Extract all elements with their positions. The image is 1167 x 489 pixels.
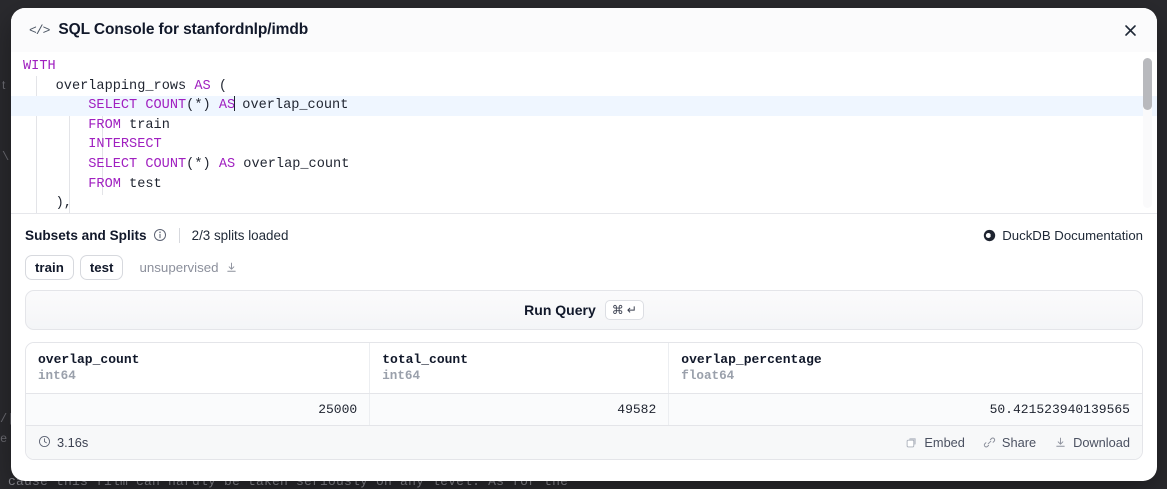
- download-button[interactable]: Download: [1054, 435, 1130, 450]
- text-cursor: [234, 96, 236, 112]
- sql-editor-line: ),: [55, 196, 72, 212]
- download-label: Download: [1073, 435, 1130, 450]
- indent-guide: [36, 76, 37, 213]
- splits-title: Subsets and Splits: [25, 227, 147, 243]
- results-footer: 3.16s Embed Share Download: [26, 425, 1142, 459]
- split-chip-unsupervised[interactable]: unsupervised: [129, 255, 247, 280]
- background-fragment: t: [2, 78, 6, 92]
- duckdb-documentation-link[interactable]: DuckDB Documentation: [983, 228, 1143, 243]
- sql-console-modal: </> SQL Console for stanfordnlp/imdb WIT…: [11, 8, 1157, 481]
- sql-editor-line: SELECT COUNT(*) AS overlap_count: [88, 156, 350, 172]
- column-type: int64: [38, 369, 76, 383]
- split-chip-label: test: [89, 260, 114, 275]
- query-timing-label: 3.16s: [57, 435, 89, 450]
- shortcut-enter-key: ↵: [626, 303, 637, 317]
- indent-guide: [69, 96, 70, 213]
- query-timing: 3.16s: [38, 435, 88, 451]
- sql-editor[interactable]: WITH overlapping_rows AS ( SELECT COUNT(…: [11, 52, 1157, 214]
- editor-scrollbar-thumb[interactable]: [1143, 58, 1152, 110]
- splits-header-row: Subsets and Splits 2/3 splits loaded: [25, 224, 1143, 246]
- link-icon: [983, 436, 996, 449]
- page-title: SQL Console for stanfordnlp/imdb: [58, 21, 309, 38]
- column-name: overlap_count: [38, 352, 140, 367]
- embed-label: Embed: [924, 435, 965, 450]
- sql-editor-line: SELECT COUNT(*) AS overlap_count: [11, 96, 1157, 116]
- indent-guide: [102, 115, 103, 195]
- results-actions: Embed Share Download: [905, 435, 1130, 450]
- table-cell: 25000: [26, 393, 371, 425]
- download-icon[interactable]: [225, 261, 238, 274]
- split-chip-test[interactable]: test: [79, 255, 124, 280]
- background-fragment: e: [0, 432, 8, 446]
- run-query-label: Run Query: [524, 302, 596, 318]
- split-chip-label: train: [35, 260, 64, 275]
- subsets-and-splits-section: Subsets and Splits 2/3 splits loaded: [11, 214, 1157, 280]
- sql-editor-line: WITH: [23, 59, 56, 74]
- run-query-button[interactable]: Run Query ⌘ ↵: [25, 290, 1143, 330]
- code-brackets-icon: </>: [29, 22, 50, 38]
- share-label: Share: [1001, 435, 1037, 450]
- sql-editor-line: FROM train: [88, 117, 170, 133]
- embed-button[interactable]: Embed: [905, 435, 965, 450]
- column-name: overlap_percentage: [681, 352, 822, 367]
- run-query-section: Run Query ⌘ ↵: [11, 280, 1157, 330]
- embed-icon: [905, 436, 918, 449]
- modal-header: </> SQL Console for stanfordnlp/imdb: [11, 8, 1157, 52]
- background-fragment: /|: [0, 412, 15, 426]
- close-button[interactable]: [1117, 17, 1143, 43]
- sql-editor-content[interactable]: WITH overlapping_rows AS ( SELECT COUNT(…: [11, 52, 1157, 213]
- close-icon: [1124, 24, 1136, 36]
- table-cell: 50.421523940139565: [668, 393, 1142, 425]
- split-chip-train[interactable]: train: [25, 255, 74, 280]
- sql-editor-line: FROM test: [88, 176, 162, 192]
- clock-icon: [38, 435, 51, 451]
- column-header-total_count[interactable]: total_count int64: [369, 343, 670, 394]
- download-icon: [1054, 436, 1067, 449]
- shortcut-cmd-key: ⌘: [611, 303, 624, 317]
- duckdb-icon: [983, 229, 996, 242]
- sql-editor-line: INTERSECT: [88, 137, 162, 153]
- table-cell: 49582: [369, 393, 670, 425]
- duckdb-documentation-label: DuckDB Documentation: [1002, 227, 1143, 243]
- info-icon[interactable]: [153, 228, 167, 242]
- sql-editor-line: overlapping_rows AS (: [55, 78, 227, 94]
- divider: [178, 227, 180, 243]
- split-chips: train test unsupervised: [25, 255, 1143, 280]
- share-button[interactable]: Share: [983, 435, 1036, 450]
- editor-scrollbar[interactable]: [1143, 58, 1152, 208]
- column-name: total_count: [382, 352, 469, 367]
- column-header-overlap_percentage[interactable]: overlap_percentage float64: [668, 343, 1142, 394]
- column-type: int64: [382, 369, 421, 383]
- column-header-overlap_count[interactable]: overlap_count int64: [26, 343, 371, 394]
- background-fragment: \: [2, 150, 10, 164]
- run-query-shortcut: ⌘ ↵: [604, 300, 644, 320]
- column-type: float64: [681, 369, 735, 383]
- splits-loaded-label: 2/3 splits loaded: [191, 227, 289, 243]
- split-chip-label: unsupervised: [139, 260, 219, 275]
